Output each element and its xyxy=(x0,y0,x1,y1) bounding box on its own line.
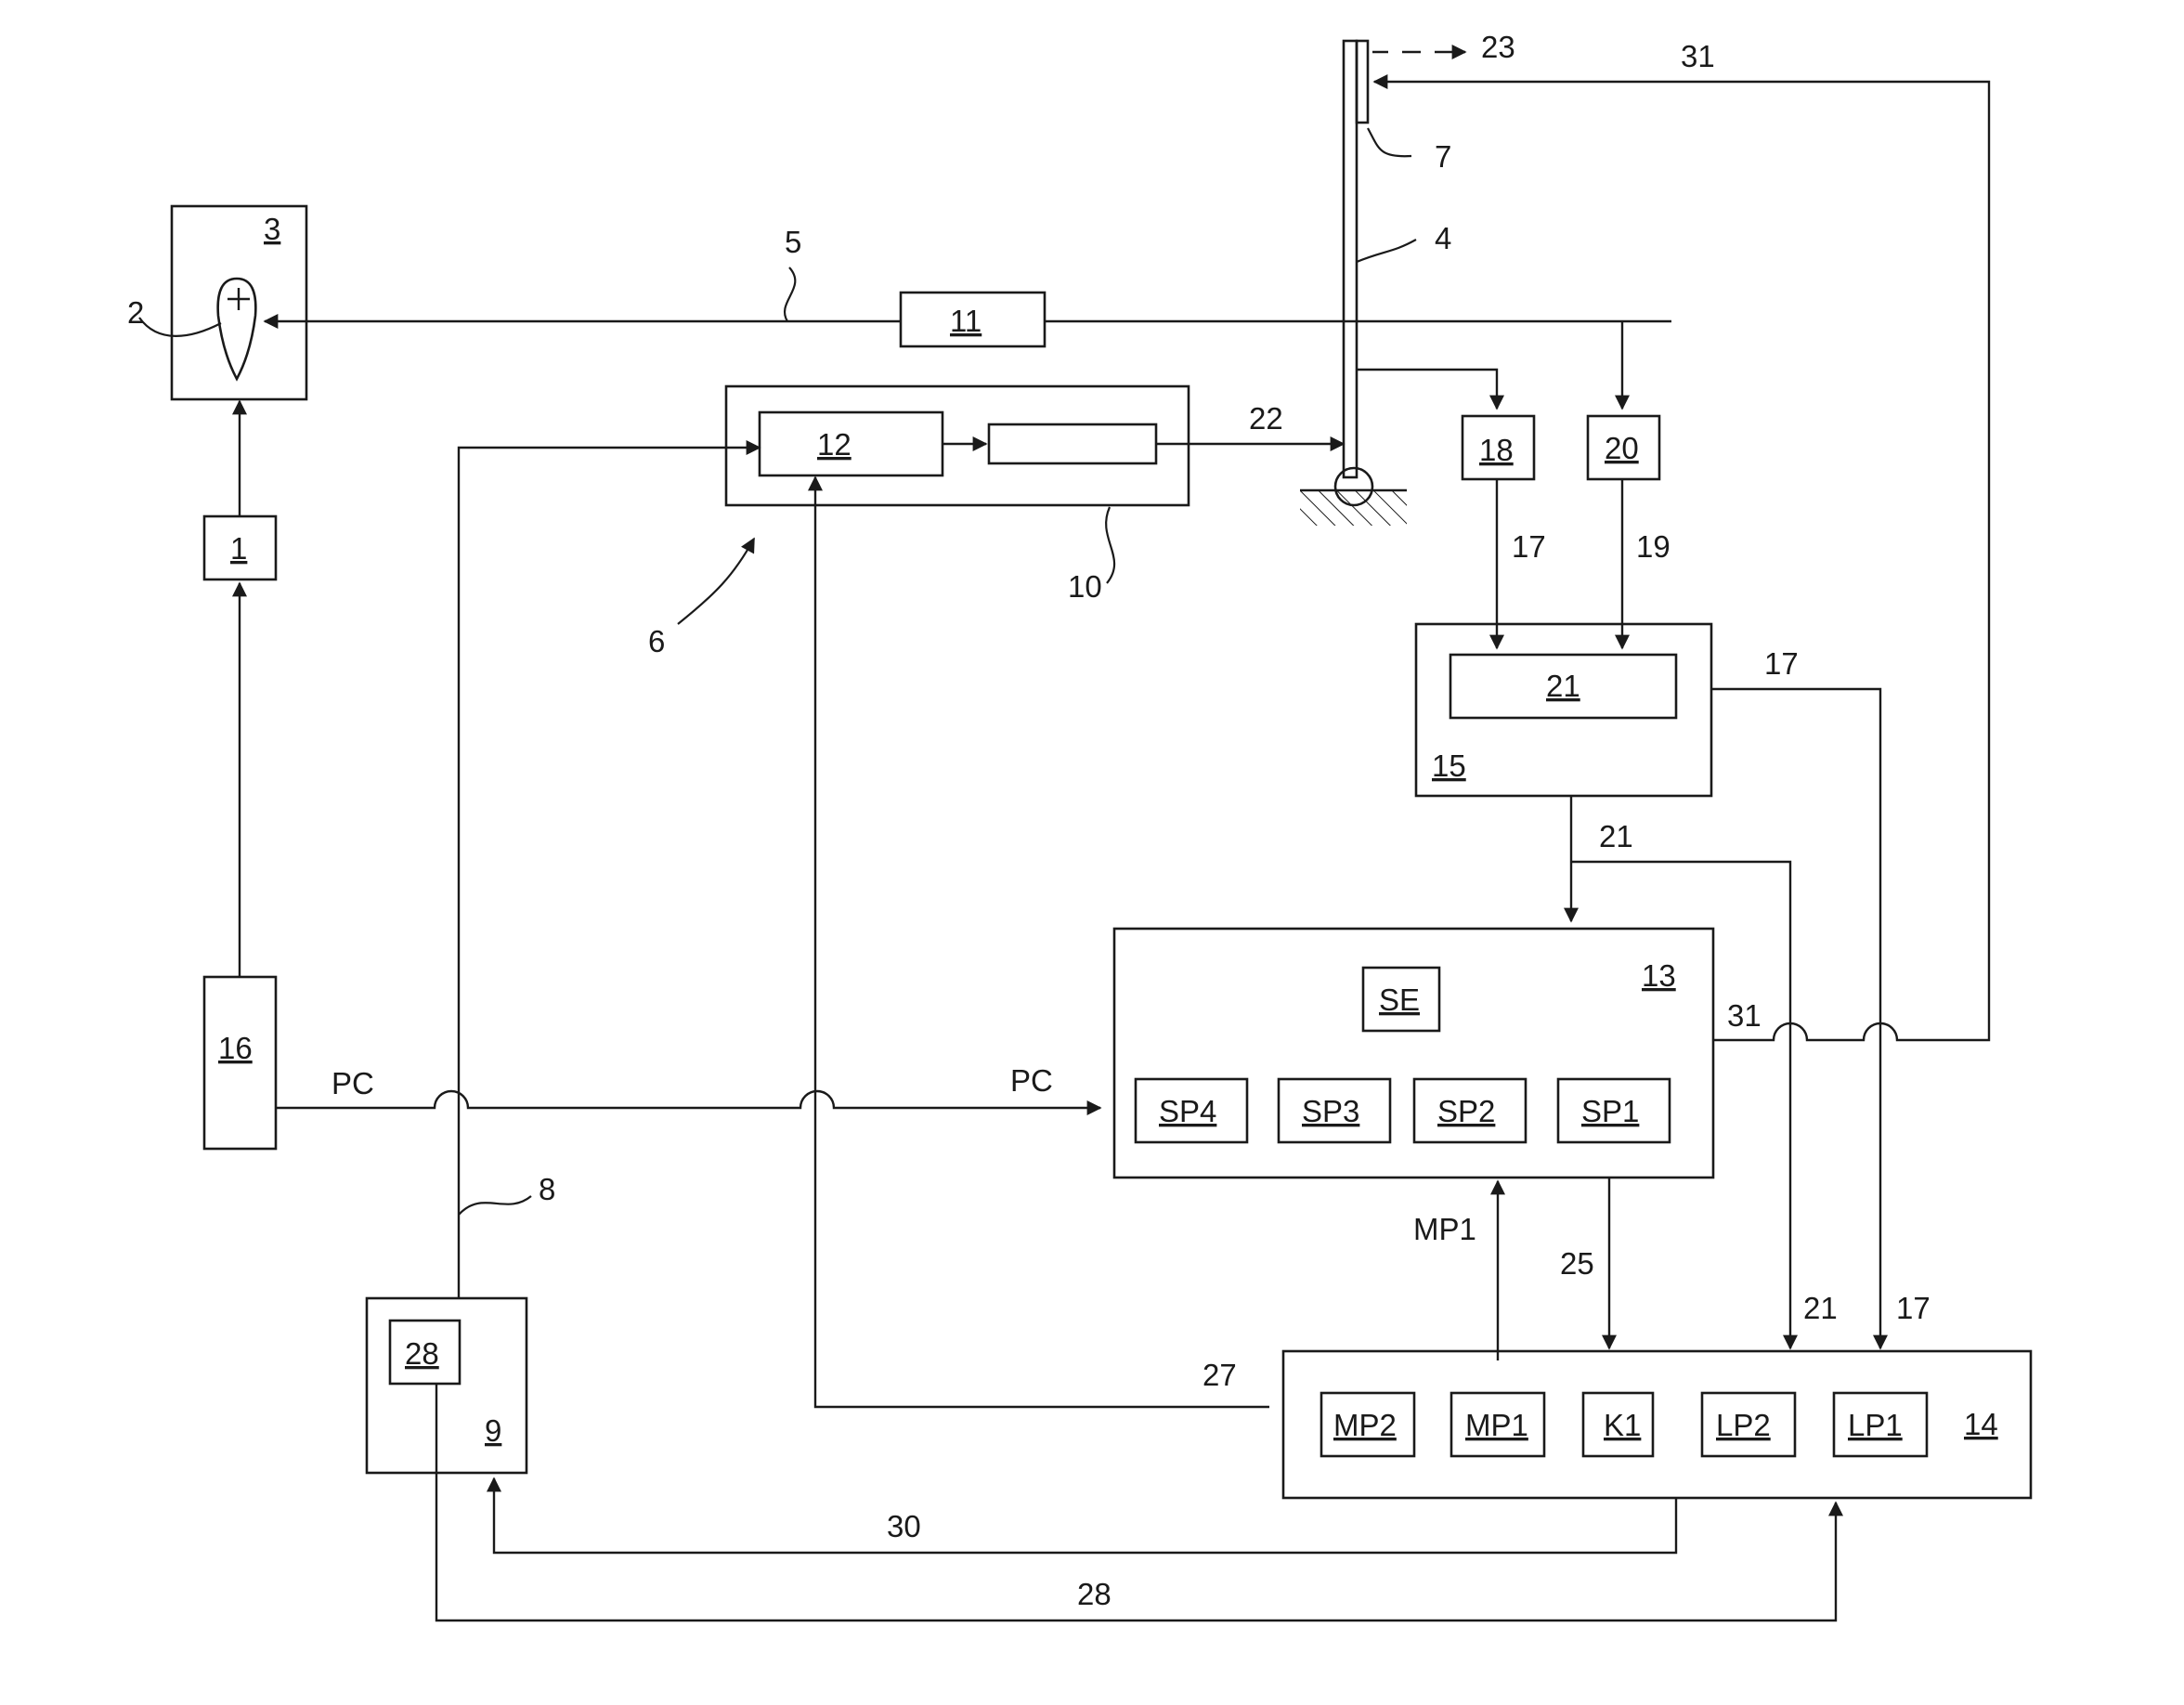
label-7: 7 xyxy=(1435,139,1451,174)
label-6: 6 xyxy=(648,624,665,658)
element-2-shape xyxy=(218,279,256,379)
signal-17-b: 17 xyxy=(1764,646,1799,681)
label-4: 4 xyxy=(1435,221,1451,255)
leader-5 xyxy=(785,267,795,321)
leader-4 xyxy=(1357,240,1416,262)
signal-pc-right: PC xyxy=(1010,1063,1053,1098)
label-1: 1 xyxy=(230,531,247,566)
label-lp2: LP2 xyxy=(1716,1408,1771,1442)
leader-7 xyxy=(1368,128,1411,156)
ground-hatch xyxy=(1300,490,1407,526)
label-16: 16 xyxy=(218,1031,253,1065)
label-8: 8 xyxy=(539,1172,555,1206)
line-31 xyxy=(1374,82,1989,1040)
label-3: 3 xyxy=(264,212,280,246)
label-9: 9 xyxy=(485,1413,501,1448)
label-12: 12 xyxy=(817,427,852,462)
label-sp1: SP1 xyxy=(1581,1094,1639,1128)
signal-25: 25 xyxy=(1560,1246,1594,1281)
label-mp1: MP1 xyxy=(1465,1408,1528,1442)
label-2: 2 xyxy=(127,295,144,330)
leader-10 xyxy=(1106,507,1114,583)
label-mp2: MP2 xyxy=(1333,1408,1397,1442)
label-sp2: SP2 xyxy=(1437,1094,1495,1128)
label-5: 5 xyxy=(785,225,801,259)
label-15: 15 xyxy=(1432,748,1466,783)
line-30 xyxy=(494,1478,1676,1553)
element-4-pole xyxy=(1300,41,1407,526)
label-13: 13 xyxy=(1642,958,1676,993)
label-sp4: SP4 xyxy=(1159,1094,1216,1128)
signal-30: 30 xyxy=(887,1509,921,1543)
block-10-inner xyxy=(989,424,1156,463)
pc-line xyxy=(276,1091,1100,1108)
signal-31-b: 31 xyxy=(1681,39,1715,73)
leader-6 xyxy=(678,539,754,624)
label-k1: K1 xyxy=(1604,1408,1641,1442)
signal-27: 27 xyxy=(1202,1358,1237,1392)
block-3: 3 xyxy=(172,206,306,399)
label-11: 11 xyxy=(950,304,982,338)
label-10: 10 xyxy=(1068,569,1102,604)
block-10 xyxy=(726,386,1189,505)
leader-2 xyxy=(139,318,221,336)
signal-17-c: 17 xyxy=(1896,1291,1930,1325)
label-18: 18 xyxy=(1479,433,1514,467)
signal-21-a: 21 xyxy=(1599,819,1633,853)
label-21: 21 xyxy=(1546,669,1580,703)
signal-pc-left: PC xyxy=(332,1066,374,1100)
line-27 xyxy=(815,477,1269,1407)
line-8 xyxy=(459,448,760,1298)
signal-31-a: 31 xyxy=(1727,998,1762,1033)
signal-19: 19 xyxy=(1636,529,1670,564)
label-14: 14 xyxy=(1964,1407,1998,1441)
signal-mp1: MP1 xyxy=(1413,1212,1476,1246)
label-20: 20 xyxy=(1605,431,1639,465)
signal-28: 28 xyxy=(1077,1577,1112,1611)
label-lp1: LP1 xyxy=(1848,1408,1903,1442)
label-sp3: SP3 xyxy=(1302,1094,1359,1128)
signal-21-b: 21 xyxy=(1803,1291,1838,1325)
label-23: 23 xyxy=(1481,30,1515,64)
signal-17-a: 17 xyxy=(1512,529,1546,564)
label-28: 28 xyxy=(405,1336,439,1371)
leader-8 xyxy=(459,1196,531,1215)
label-22: 22 xyxy=(1249,401,1283,436)
label-se: SE xyxy=(1379,983,1420,1017)
line-to-18 xyxy=(1357,370,1497,409)
